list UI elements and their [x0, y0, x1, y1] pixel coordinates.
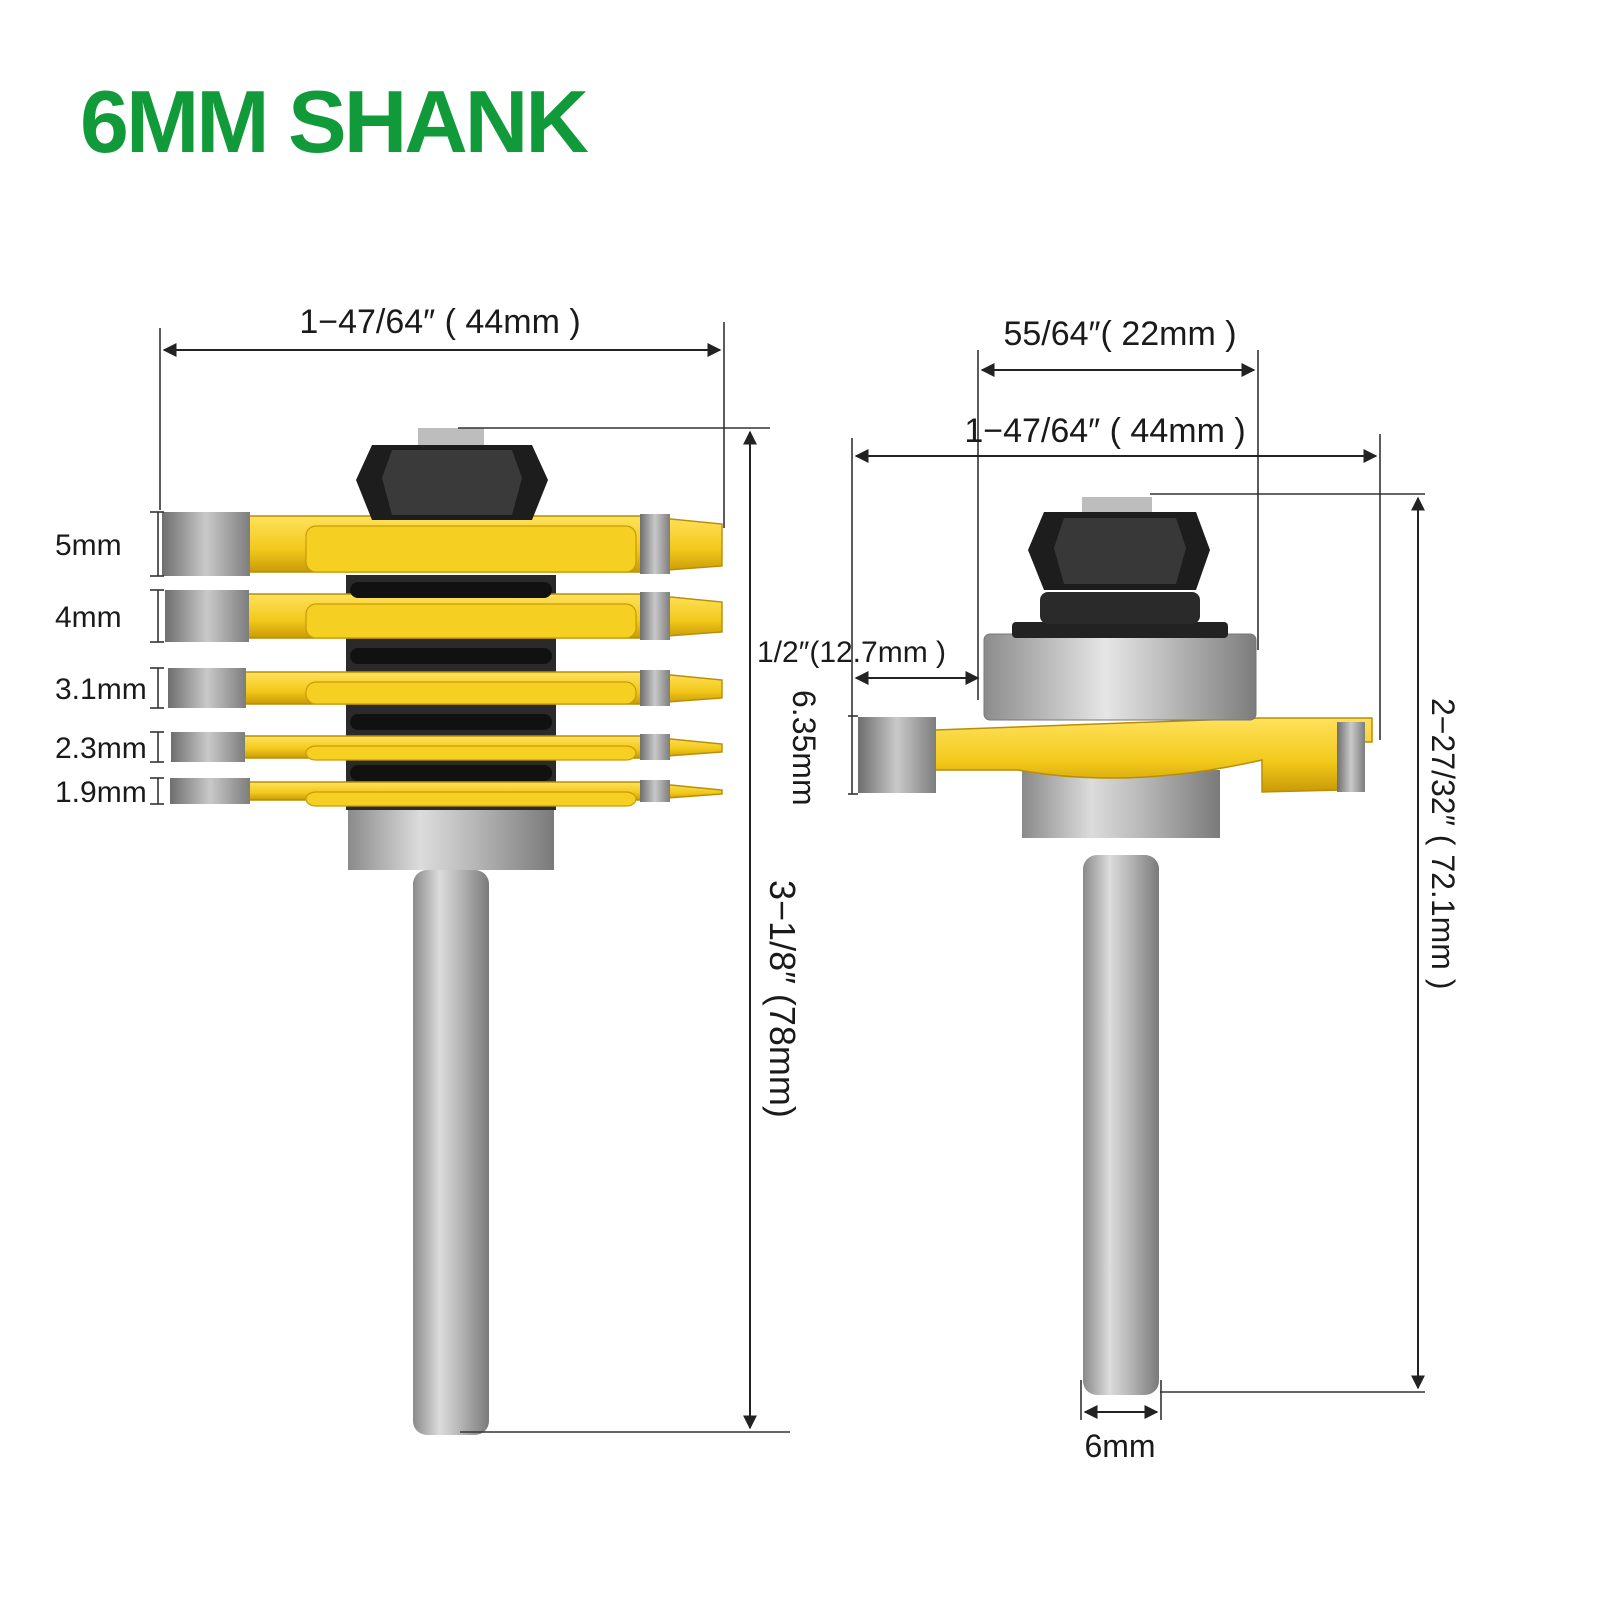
- left-right-tip-3: [640, 670, 670, 706]
- right-carbide-tip-left: [858, 717, 936, 793]
- left-hex-base: [348, 805, 554, 870]
- left-cutter-1: [162, 512, 723, 576]
- right-depth-dimension: 1/2″(12.7mm ): [757, 636, 980, 685]
- left-carbide-tip-4: [171, 732, 245, 762]
- left-cutter-thickness-label: 3.1mm: [55, 673, 147, 706]
- left-cutter-label-1: 5mm: [55, 511, 164, 577]
- right-carbide-tip-right: [1337, 722, 1365, 792]
- left-carbide-tip-3: [168, 668, 246, 708]
- right-nut-bolt: [1082, 497, 1152, 515]
- left-cutter-label-5: 1.9mm: [55, 776, 164, 809]
- left-carbide-tip-5: [170, 778, 250, 804]
- left-length-dimension: 3−1/8″ (78mm): [458, 427, 803, 1433]
- left-cutter-3: [168, 668, 723, 708]
- left-right-tip-5: [640, 780, 670, 802]
- right-cutter-height-dimension: 6.35mm: [786, 690, 858, 806]
- left-carbide-tip-2: [165, 590, 249, 642]
- left-carbide-tip-1: [162, 512, 250, 576]
- left-cutter-thickness-labels: 5mm 4mm 3.1mm 2.3mm 1.9mm: [55, 511, 164, 809]
- left-cutter-thickness-label: 1.9mm: [55, 776, 147, 809]
- right-shank: [1083, 855, 1159, 1395]
- left-cutter-thickness-label: 2.3mm: [55, 732, 147, 765]
- right-slot-cutter: [858, 717, 1373, 793]
- right-height-label: 6.35mm: [786, 690, 822, 806]
- left-cutter-label-3: 3.1mm: [55, 667, 164, 709]
- left-cutter-2: [165, 590, 723, 642]
- right-width-label: 1−47/64″ ( 44mm ): [964, 412, 1245, 450]
- left-router-bit: [162, 428, 723, 1435]
- right-bearing: [983, 633, 1257, 721]
- left-cutter-thickness-label: 5mm: [55, 529, 122, 562]
- right-width-dimension: 1−47/64″ ( 44mm ): [851, 412, 1381, 740]
- left-cutter-thickness-label: 4mm: [55, 601, 122, 634]
- left-right-tip-2: [640, 592, 670, 640]
- right-shank-diameter-dimension: 6mm: [1080, 1380, 1162, 1464]
- left-rubber-rings: [350, 582, 552, 781]
- right-length-label: 2−27/32″ ( 72.1mm ): [1425, 698, 1461, 989]
- left-nut-bolt: [418, 428, 484, 448]
- left-length-label: 3−1/8″ (78mm): [762, 880, 803, 1118]
- left-cutter-5: [170, 778, 723, 807]
- left-cutter-label-4: 2.3mm: [55, 731, 164, 765]
- left-cutter-stack: [162, 512, 723, 807]
- right-shank-label: 6mm: [1084, 1428, 1155, 1464]
- right-depth-label: 1/2″(12.7mm ): [757, 636, 946, 669]
- right-router-bit: [858, 497, 1373, 1395]
- right-bearing-label: 55/64″( 22mm ): [1003, 315, 1236, 353]
- left-right-tip-4: [640, 734, 670, 760]
- page-title: 6MM SHANK: [80, 72, 589, 171]
- right-hex-base: [1022, 770, 1220, 838]
- right-length-dimension: 2−27/32″ ( 72.1mm ): [1150, 493, 1461, 1393]
- right-bearing-dimension: 55/64″( 22mm ): [977, 315, 1259, 700]
- left-cutter-label-2: 4mm: [55, 589, 164, 643]
- left-cutter-4: [171, 732, 723, 762]
- left-width-dimension: 1−47/64″ ( 44mm ): [159, 303, 725, 528]
- left-width-label: 1−47/64″ ( 44mm ): [299, 303, 580, 341]
- left-shank: [413, 870, 489, 1435]
- left-right-tip-1: [640, 514, 670, 574]
